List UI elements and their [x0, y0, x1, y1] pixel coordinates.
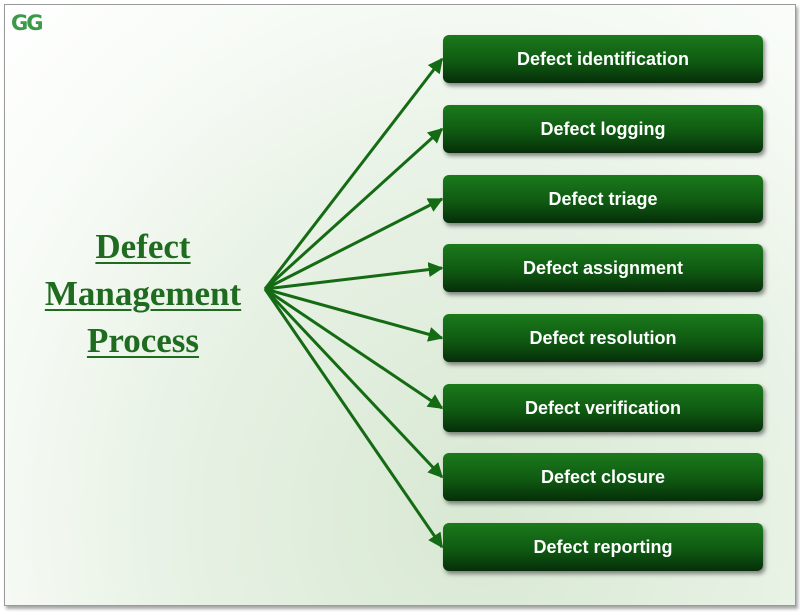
- arrow-to-reporting: [263, 288, 444, 549]
- step-defect-assignment: Defect assignment: [443, 244, 763, 292]
- arrow-to-triage: [264, 197, 444, 291]
- arrows: [263, 57, 444, 549]
- step-defect-identification: Defect identification: [443, 35, 763, 83]
- step-defect-closure: Defect closure: [443, 453, 763, 501]
- step-defect-logging: Defect logging: [443, 105, 763, 153]
- arrow-to-verification: [264, 287, 444, 410]
- arrow-to-assignment: [264, 262, 444, 291]
- step-defect-resolution: Defect resolution: [443, 314, 763, 362]
- title-line-2: Management: [44, 274, 242, 313]
- step-defect-triage: Defect triage: [443, 175, 763, 223]
- step-defect-reporting: Defect reporting: [443, 523, 763, 571]
- arrow-to-logging: [263, 127, 444, 291]
- arrow-to-identification: [263, 57, 444, 290]
- step-defect-verification: Defect verification: [443, 384, 763, 432]
- gfg-logo: GG: [11, 11, 44, 35]
- diagram-frame: GG Defect Management Process Defect iden…: [4, 4, 796, 606]
- arrow-to-resolution: [264, 287, 444, 342]
- arrow-to-closure: [263, 287, 444, 479]
- title-line-3: Process: [86, 321, 200, 360]
- title-line-1: Defect: [95, 227, 191, 266]
- diagram-title: Defect Management Process: [23, 223, 263, 364]
